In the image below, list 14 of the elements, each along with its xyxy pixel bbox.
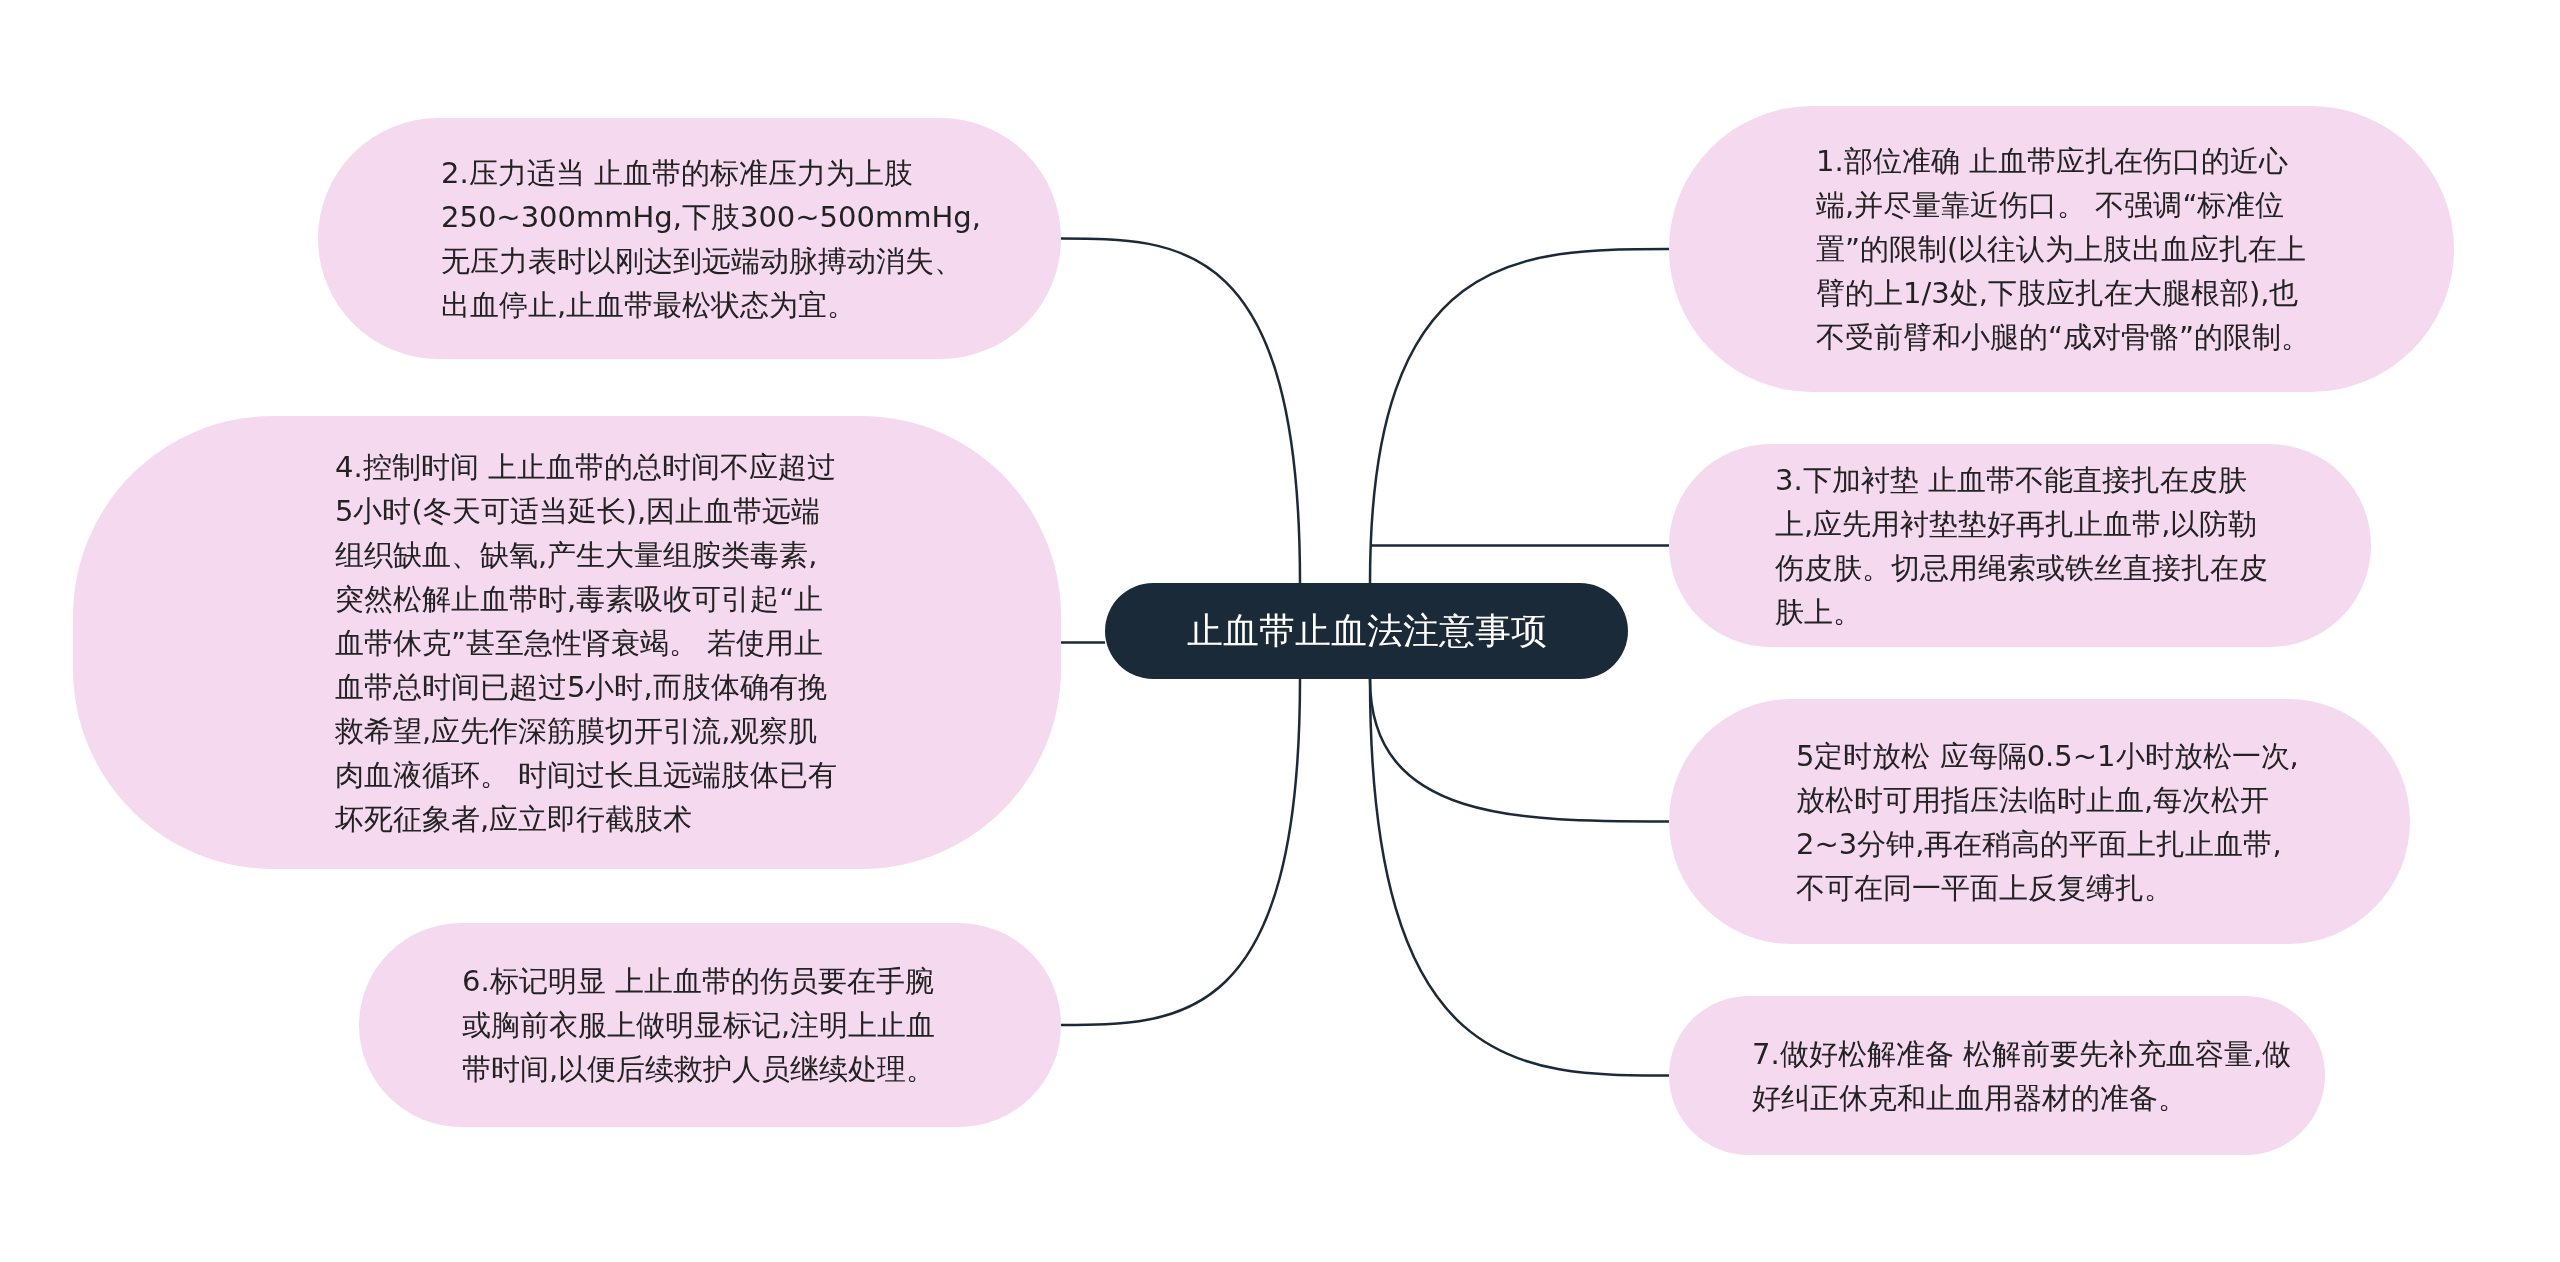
note-text: 6.标记明显 上止血带的伤员要在手腕或胸前衣服上做明显标记,注明上止血带时间,以便后续救护人员继续处理。 <box>462 963 937 1088</box>
connector-line <box>1061 237 1302 584</box>
note-text: 1.部位准确 止血带应扎在伤口的近心端,并尽量靠近伤口。 不强调“标准位置”的限制(以往认为上肢出血应扎在上臂的上1/3处,下肢应扎在大腿根部),也不受前臂和小腿的“成对骨骼”的限制。 <box>1816 143 2312 356</box>
connector-line <box>1368 247 1669 584</box>
note-text: 3.下加衬垫 止血带不能直接扎在皮肤上,应先用衬垫垫好再扎止血带,以防勒伤皮肤。切忌用绳索或铁丝直接扎在皮肤上。 <box>1775 461 2269 631</box>
topic-text: 止血带止血法注意事项 <box>1186 608 1547 653</box>
connector-line <box>1061 641 1105 644</box>
connector-line <box>1370 544 1669 547</box>
note-text: 5定时放松 应每隔0.5~1小时放松一次,放松时可用指压法临时止血,每次松开2~3分钟,再在稍高的平面上扎止血带,不可在同一平面上反复缚扎。 <box>1796 737 2300 907</box>
note-text: 2.压力适当 止血带的标准压力为上肢250~300mmHg,下肢300~500mmHg,无压力表时以刚达到远端动脉搏动消失、出血停止,止血带最松状态为宜。 <box>441 154 982 324</box>
note-text: 7.做好松解准备 松解前要先补充血容量,做好纠正休克和止血用器材的准备。 <box>1752 1035 2293 1117</box>
connector-line <box>1368 678 1669 1077</box>
note-text: 4.控制时间 上止血带的总时间不应超过5小时(冬天可适当延长),因止血带远端组织缺血、缺氧,产生大量组胺类毒素,突然松解止血带时,毒素吸收可引起“止血带休克”甚至急性肾衰竭。 若使用止血带总时间已超过5小时,而肢体确有挽救希望,应先作深筋膜切开引流,观察肌肉血液循环。 时间过长且远端肢体已有坏死征象者,应立即行截肢术 <box>335 448 839 838</box>
connector-line <box>1061 678 1302 1027</box>
